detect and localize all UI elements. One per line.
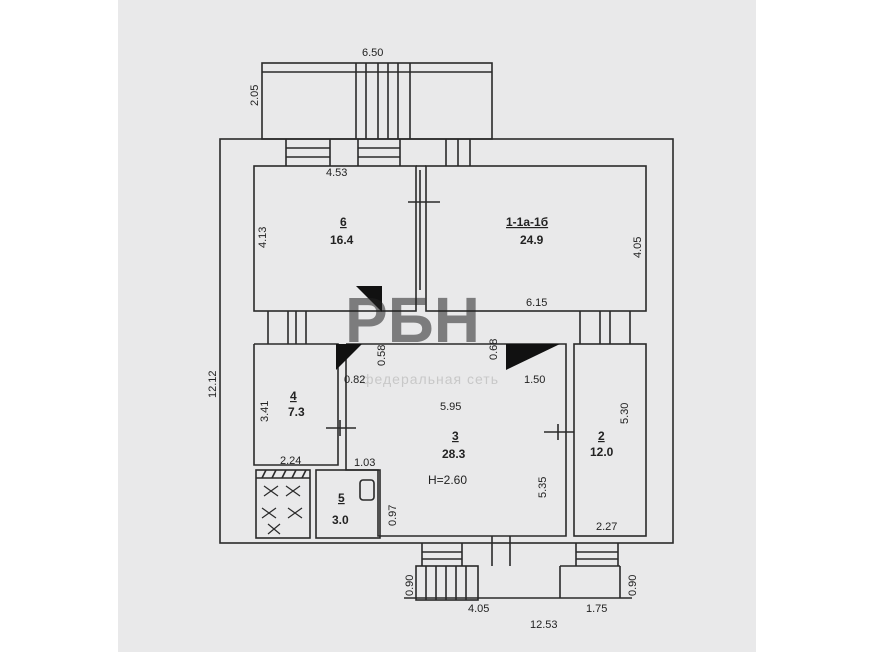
room-2-outline — [573, 343, 647, 537]
room-1-area: 24.9 — [520, 233, 544, 247]
room-3-height: H=2.60 — [428, 473, 467, 487]
room-2-number: 2 — [598, 429, 605, 443]
top-windows — [285, 139, 471, 166]
dim-room2-depth: 5.30 — [619, 403, 631, 424]
dim-bottom-a: 4.05 — [468, 603, 489, 615]
room-3-area: 28.3 — [442, 447, 466, 461]
room-5-area: 3.0 — [332, 513, 349, 527]
room-3-number: 3 — [452, 429, 459, 443]
dim-corner-a: 0.82 — [344, 374, 365, 386]
dim-step: 1.03 — [354, 457, 375, 469]
watermark-tagline: федеральная сеть — [362, 371, 499, 387]
room-4-outline — [253, 343, 339, 466]
middle-windows — [267, 311, 631, 344]
door-hatches — [336, 286, 560, 370]
dim-room6-width: 4.53 — [326, 167, 347, 179]
dim-bottom-b: 1.75 — [586, 603, 607, 615]
room-5-number: 5 — [338, 491, 345, 505]
room-2-area: 12.0 — [590, 445, 614, 459]
dim-porch-width: 6.50 — [362, 47, 383, 59]
dim-door-b: 0.68 — [488, 339, 500, 360]
walls — [219, 62, 674, 601]
dim-corner-b: 1.50 — [524, 374, 545, 386]
dim-room3-width: 5.95 — [440, 401, 461, 413]
room-6-number: 6 — [340, 215, 347, 229]
dim-stairs-right: 0.90 — [627, 575, 639, 596]
room-4-area: 7.3 — [288, 405, 305, 419]
dim-door-a: 0.58 — [376, 345, 388, 366]
room-1-number: 1-1а-1б — [506, 215, 548, 229]
room-6-outline — [253, 165, 417, 312]
dim-room4-width: 2.24 — [280, 455, 301, 467]
toilet-icon — [359, 479, 375, 501]
dim-porch-depth: 2.05 — [249, 85, 261, 106]
room-5-outline — [315, 469, 381, 539]
dim-overall-height: 12.12 — [207, 370, 219, 398]
dim-room3-depth: 5.35 — [537, 477, 549, 498]
bathroom-tiles — [255, 469, 311, 539]
room-4-number: 4 — [290, 389, 297, 403]
dim-room6-depth: 4.13 — [257, 227, 269, 248]
watermark-logo: РБН — [345, 284, 480, 356]
dim-room2-width: 2.27 — [596, 521, 617, 533]
room-1-outline — [425, 165, 647, 312]
dim-room5-depth: 0.97 — [387, 505, 399, 526]
dim-room1-depth: 4.05 — [632, 237, 644, 258]
dim-room4-depth: 3.41 — [259, 401, 271, 422]
tile-pattern — [261, 485, 303, 535]
room-6-area: 16.4 — [330, 233, 354, 247]
dim-stairs-left: 0.90 — [404, 575, 416, 596]
dim-room1-width: 6.15 — [526, 297, 547, 309]
dim-overall-width: 12.53 — [530, 619, 558, 631]
entrance-stairs — [415, 565, 479, 601]
